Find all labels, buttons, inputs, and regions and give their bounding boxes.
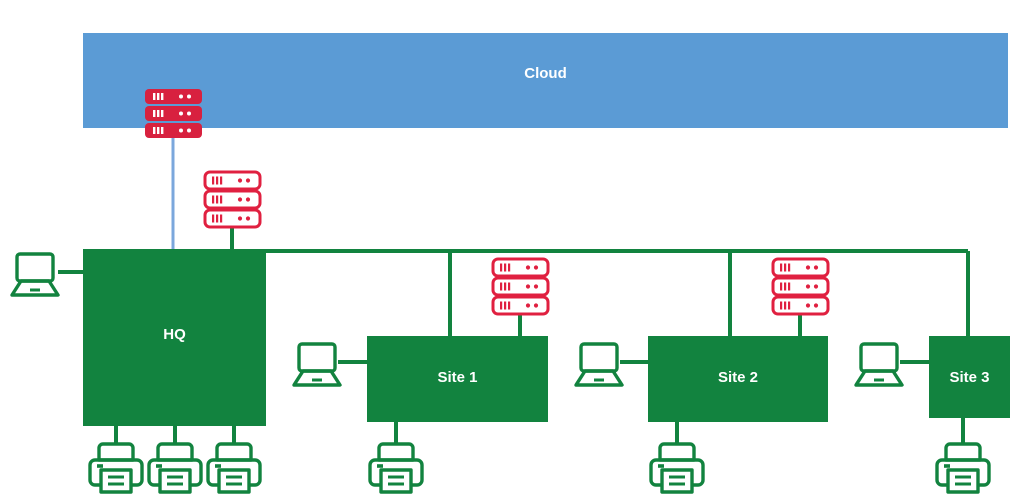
site3-node[interactable] (929, 336, 1010, 418)
laptop-icon[interactable] (574, 342, 624, 387)
printer-icon[interactable] (206, 442, 262, 494)
server-stack-icon[interactable] (491, 257, 550, 316)
printer-icon[interactable] (147, 442, 203, 494)
cloud-node[interactable] (83, 33, 1008, 128)
server-stack-icon[interactable] (771, 257, 830, 316)
laptop-icon[interactable] (292, 342, 342, 387)
site1-node[interactable] (367, 336, 548, 422)
printer-icon[interactable] (649, 442, 705, 494)
server-stack-icon[interactable] (203, 170, 262, 229)
laptop-icon[interactable] (10, 252, 60, 297)
laptop-icon[interactable] (854, 342, 904, 387)
printer-icon[interactable] (88, 442, 144, 494)
server-stack-icon[interactable] (145, 89, 202, 138)
hq-node[interactable] (83, 250, 266, 426)
printer-icon[interactable] (368, 442, 424, 494)
printer-icon[interactable] (935, 442, 991, 494)
site2-node[interactable] (648, 336, 828, 422)
